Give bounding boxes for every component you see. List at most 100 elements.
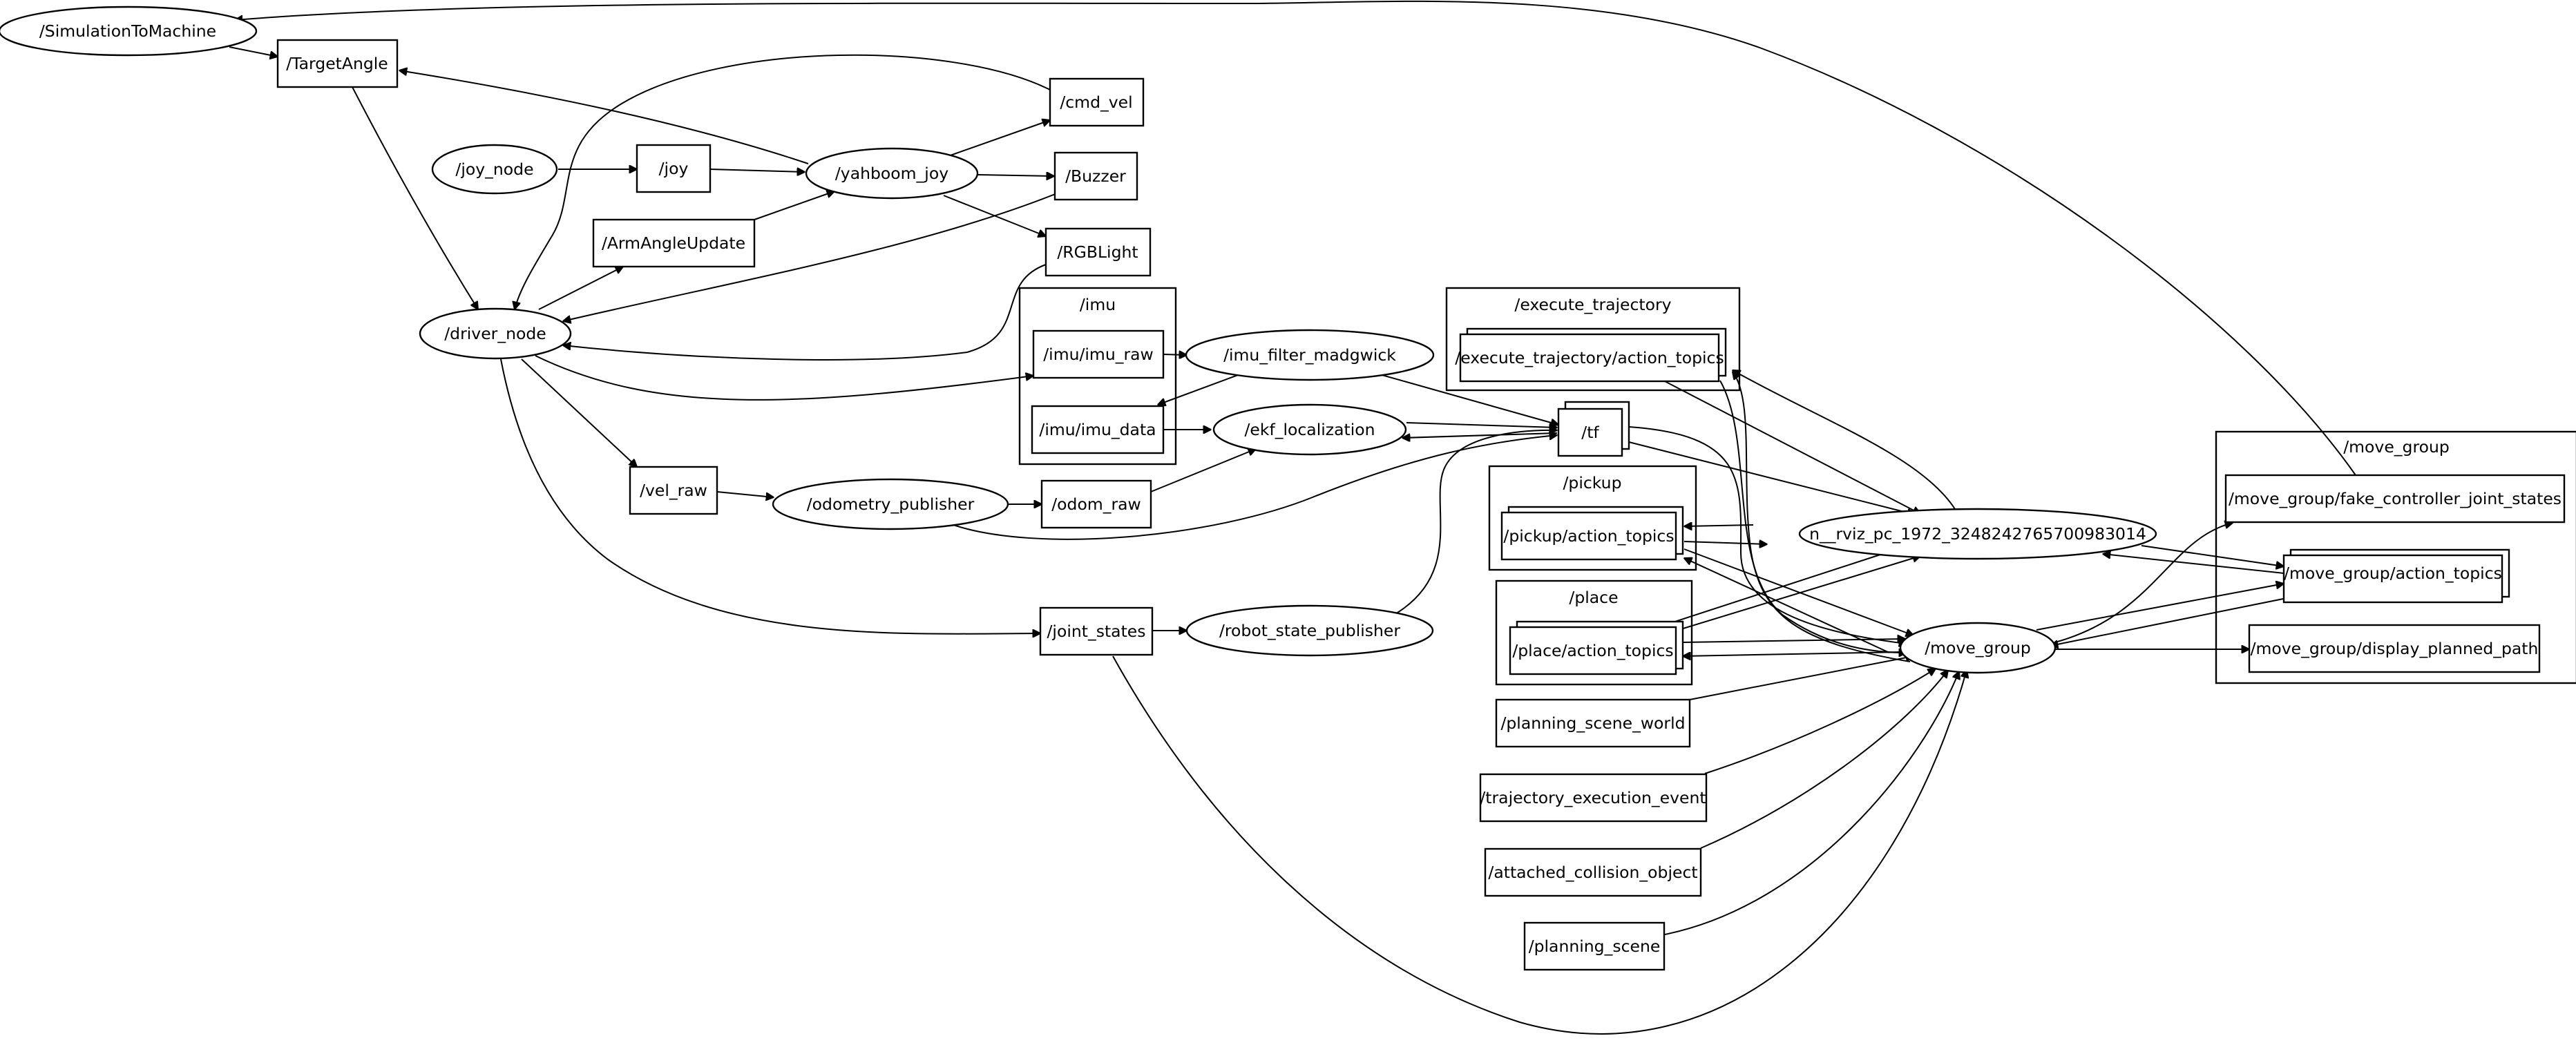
node-yahboom-joy-label: /yahboom_joy — [835, 164, 948, 183]
topic-target-angle[interactable]: /TargetAngle — [276, 39, 399, 88]
edge-place-to-rviz — [1671, 556, 1920, 633]
topic-vel-raw[interactable]: /vel_raw — [629, 466, 718, 515]
nodes: /SimulationToMachine /joy_node /yahboom_… — [0, 6, 2566, 971]
topic-imu-data-label: /imu/imu_data — [1039, 420, 1156, 439]
node-joy-node-label: /joy_node — [455, 160, 533, 179]
edge-pickup-to-movegroup — [1683, 548, 1914, 635]
node-rviz[interactable]: n__rviz_pc_1972_3248242765700983014 — [1798, 508, 2157, 560]
edge-rgblight-to-drivernode — [563, 264, 1047, 361]
edge-place-to-movegroup — [1682, 639, 1905, 642]
topic-execute-trajectory-action-topics[interactable]: /execute_trajectory/action_topics — [1455, 327, 1727, 383]
cluster-execute-trajectory: /execute_trajectory — [1445, 287, 1741, 392]
node-imu-filter-madgwick[interactable]: /imu_filter_madgwick — [1185, 329, 1435, 381]
edge-ekf-to-tf — [1406, 422, 1557, 428]
edge-rviz-to-mgactions — [2141, 545, 2284, 566]
node-imu-filter-madgwick-label: /imu_filter_madgwick — [1223, 345, 1396, 365]
cluster-move-group-label: /move_group — [2343, 437, 2450, 457]
edge-tf-to-ekf — [1402, 432, 1558, 438]
edge-simulation-to-targetangle — [229, 46, 278, 57]
topic-imu-raw[interactable]: /imu/imu_raw — [1032, 329, 1165, 379]
node-move-group-label: /move_group — [1925, 638, 2031, 658]
edge-movegroup-to-mgactions — [2036, 584, 2284, 631]
topic-trajectory-execution-event[interactable]: /trajectory_execution_event — [1479, 773, 1708, 823]
topic-fake-controller-joint-states[interactable]: /move_group/fake_controller_joint_states — [2224, 474, 2566, 524]
topic-planning-scene-world-label: /planning_scene_world — [1500, 713, 1685, 733]
edge-madgwick-to-tf — [1374, 372, 1558, 425]
cluster-imu-label: /imu — [1080, 295, 1116, 314]
cluster-pickup: /pickup — [1488, 465, 1697, 571]
edge-imuraw-to-madgwick — [1163, 354, 1187, 355]
topic-place-action-topics-label: /place/action_topics — [1512, 641, 1673, 660]
edge-velraw-to-odometry — [716, 491, 774, 497]
topic-arm-angle-update-label: /ArmAngleUpdate — [602, 233, 745, 253]
edge-targetangle-to-drivernode — [352, 86, 478, 309]
cluster-move-group: /move_group — [2215, 430, 2576, 684]
topic-cmd-vel[interactable]: /cmd_vel — [1049, 77, 1145, 127]
topic-arm-angle-update[interactable]: /ArmAngleUpdate — [592, 218, 756, 268]
edge-madgwick-to-imudata — [1158, 372, 1244, 405]
cluster-place: /place — [1495, 579, 1693, 686]
topic-planning-scene-label: /planning_scene — [1529, 937, 1661, 956]
topic-planning-scene-world[interactable]: /planning_scene_world — [1495, 698, 1691, 748]
cluster-pickup-label: /pickup — [1563, 473, 1622, 492]
topic-imu-data[interactable]: /imu/imu_data — [1031, 405, 1165, 454]
topic-buzzer-label: /Buzzer — [1065, 166, 1126, 186]
edge-mgactions-to-rviz — [2103, 554, 2284, 574]
edge-tf-to-movegroup — [1628, 426, 1907, 644]
edge-movegroup-to-place — [1683, 651, 1902, 656]
node-simulation-to-machine-label: /SimulationToMachine — [39, 21, 216, 41]
node-simulation-to-machine[interactable]: /SimulationToMachine — [0, 6, 258, 57]
topic-target-angle-label: /TargetAngle — [286, 54, 388, 73]
topic-vel-raw-label: /vel_raw — [640, 481, 707, 500]
node-joy-node[interactable]: /joy_node — [431, 144, 558, 195]
edge-pickup-to-rviz — [1683, 541, 1767, 544]
node-odometry-publisher-label: /odometry_publisher — [807, 495, 975, 514]
topic-pickup-action-topics[interactable]: /pickup/action_topics — [1500, 506, 1684, 561]
edge-buzzer-to-drivernode — [563, 193, 1058, 321]
topic-buzzer[interactable]: /Buzzer — [1053, 151, 1138, 201]
cluster-execute-trajectory-label: /execute_trajectory — [1514, 295, 1671, 314]
topic-imu-raw-label: /imu/imu_raw — [1043, 345, 1154, 364]
edge-movegroup-to-fakecontroller — [2054, 523, 2233, 643]
node-move-group[interactable]: /move_group — [1899, 622, 2057, 674]
node-driver-node[interactable]: /driver_node — [419, 307, 572, 360]
topic-tf[interactable]: /tf — [1557, 401, 1630, 457]
edge-drivernode-to-imuraw — [535, 355, 1033, 401]
node-robot-state-publisher[interactable]: /robot_state_publisher — [1185, 604, 1434, 657]
topic-trajectory-execution-event-label: /trajectory_execution_event — [1480, 788, 1706, 807]
node-rviz-label: n__rviz_pc_1972_3248242765700983014 — [1809, 524, 2146, 544]
edge-fakecontroller-to-simulation — [235, 0, 2356, 476]
edge-tf-to-rviz — [1628, 441, 1915, 515]
cluster-place-label: /place — [1569, 588, 1618, 607]
topic-place-action-topics[interactable]: /place/action_topics — [1509, 620, 1684, 675]
edge-drivernode-to-armangle — [538, 267, 623, 310]
node-yahboom-joy[interactable]: /yahboom_joy — [805, 147, 979, 200]
cluster-imu: /imu — [1018, 287, 1177, 466]
topic-attached-collision-object[interactable]: /attached_collision_object — [1484, 847, 1702, 897]
edge-cmdvel-to-drivernode — [515, 54, 1051, 309]
node-ekf-localization[interactable]: /ekf_localization — [1212, 403, 1407, 456]
topic-attached-collision-object-label: /attached_collision_object — [1488, 863, 1697, 882]
topic-joint-states[interactable]: /joint_states — [1039, 606, 1154, 656]
edge-robotstate-to-tf — [1393, 430, 1557, 615]
edge-planningsceneworld-to-movegroup — [1689, 656, 1914, 700]
topic-joy[interactable]: /joy — [636, 144, 712, 193]
topic-planning-scene[interactable]: /planning_scene — [1523, 921, 1666, 971]
topic-odom-raw[interactable]: /odom_raw — [1040, 479, 1152, 529]
topic-rgb-light[interactable]: /RGBLight — [1044, 227, 1152, 277]
edge-yahboomjoy-to-cmdvel — [946, 120, 1050, 157]
node-odometry-publisher[interactable]: /odometry_publisher — [772, 478, 1009, 530]
topic-display-planned-path[interactable]: /move_group/display_planned_path — [2248, 624, 2541, 673]
topic-move-group-action-topics-label: /move_group/action_topics — [2284, 564, 2502, 583]
edge-odomraw-to-ekf — [1150, 449, 1256, 492]
edge-drivernode-to-jointstates — [500, 358, 1040, 634]
topic-display-planned-path-label: /move_group/display_planned_path — [2251, 639, 2539, 658]
topic-move-group-action-topics[interactable]: /move_group/action_topics — [2282, 548, 2510, 604]
edge-joy-to-yahboomjoy — [709, 169, 805, 172]
topic-joy-label: /joy — [659, 159, 689, 178]
edge-jointstates-to-movegroup — [1112, 655, 1967, 1035]
topic-cmd-vel-label: /cmd_vel — [1060, 93, 1132, 112]
topic-pickup-action-topics-label: /pickup/action_topics — [1503, 526, 1674, 546]
topic-execute-trajectory-action-topics-label: /execute_trajectory/action_topics — [1455, 348, 1724, 367]
